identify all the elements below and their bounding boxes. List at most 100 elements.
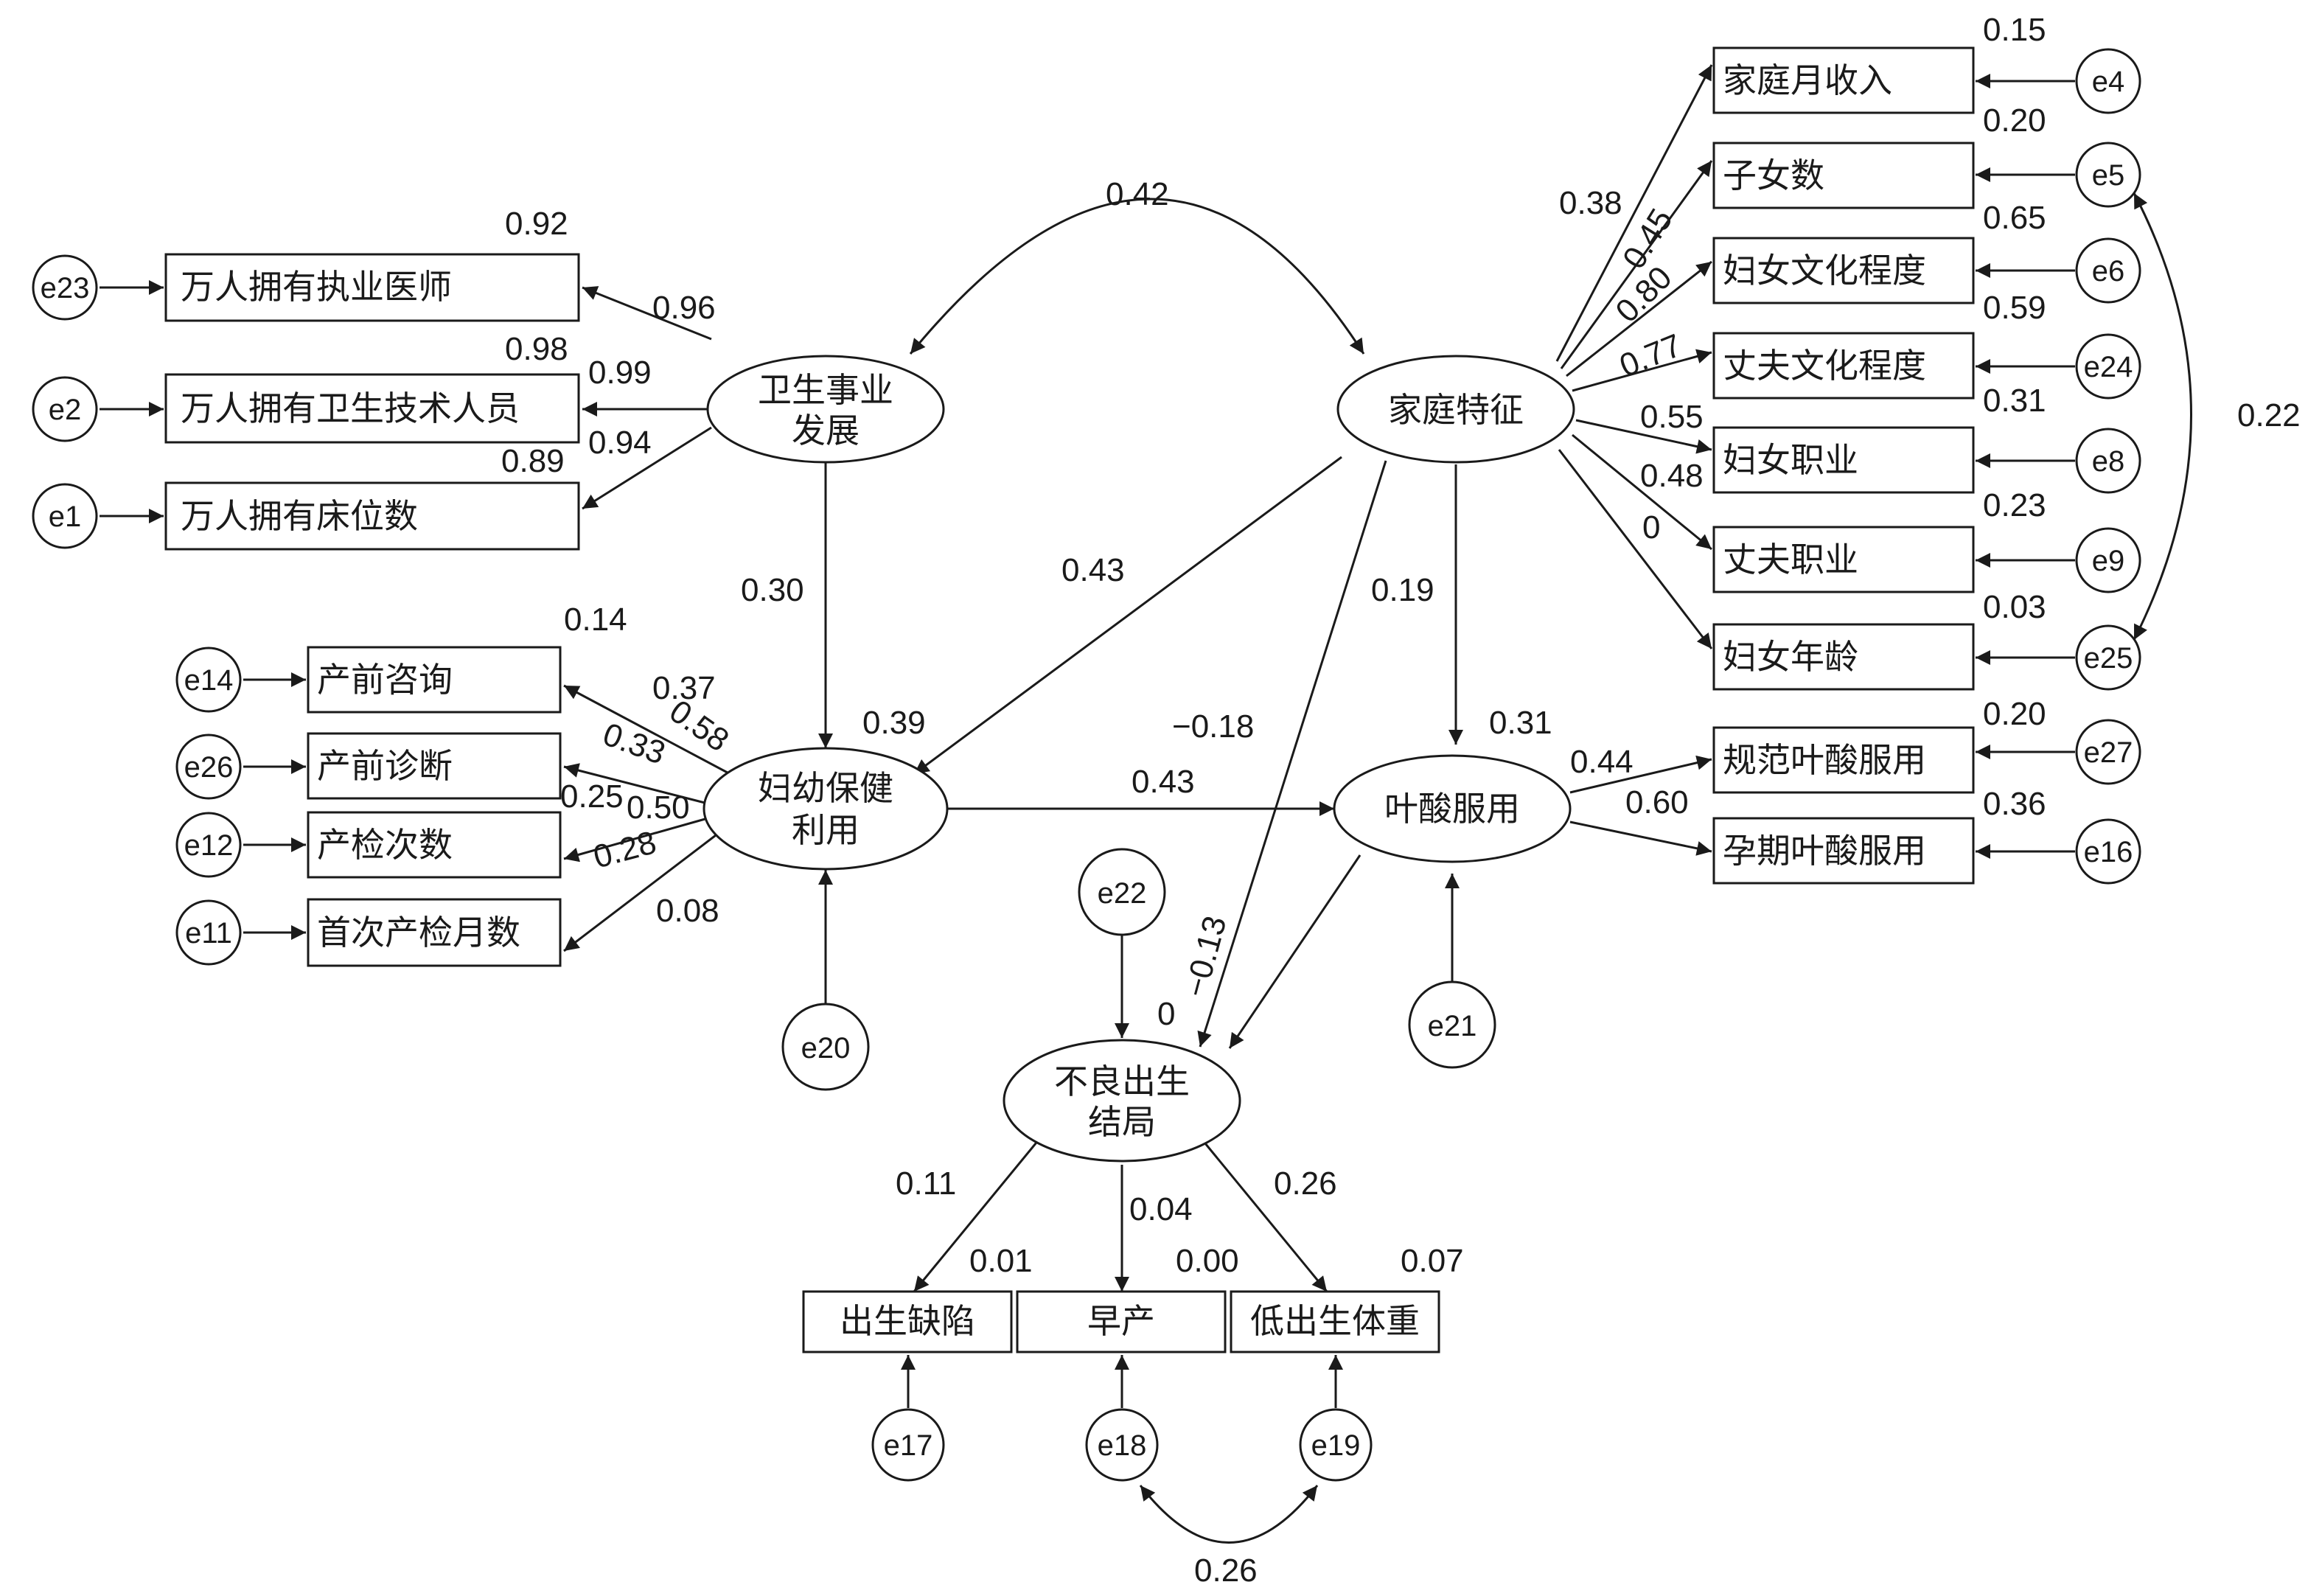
label-e12: e12 <box>184 829 234 862</box>
coef-r2-preg-folic: 0.36 <box>1983 786 2046 822</box>
box-beds <box>164 481 580 551</box>
coef-r2-children: 0.20 <box>1983 102 2046 139</box>
coef-r2-wife-age: 0.03 <box>1983 589 2046 625</box>
coef-r2-consult: 0.14 <box>564 602 627 638</box>
error-e9 <box>2075 527 2141 593</box>
text-wife-job: 妇女职业 <box>1723 440 1858 480</box>
coef-r2-husband-edu: 0.59 <box>1983 290 2046 326</box>
coef-r2-husband-job: 0.23 <box>1983 487 2046 523</box>
path-family-mch <box>913 456 1342 776</box>
text-prenatal-diag: 产前诊断 <box>317 746 453 786</box>
cov-arc-e18-e19 <box>1139 1485 1319 1544</box>
box-prenatal-consult <box>307 646 562 714</box>
box-husband-edu <box>1712 332 1975 400</box>
coef-r2-tech: 0.98 <box>505 331 568 367</box>
coef-load-wife-age: 0 <box>1642 509 1660 546</box>
text-income: 家庭月收入 <box>1723 60 1892 100</box>
error-e1 <box>32 483 98 549</box>
text-children: 子女数 <box>1723 156 1824 195</box>
label-e4: e4 <box>2092 66 2125 98</box>
coef-r2-lowweight: 0.07 <box>1401 1243 1464 1279</box>
coef-load-defect: 0.11 <box>896 1165 956 1202</box>
text-preg-folic: 孕期叶酸服用 <box>1723 831 1926 871</box>
coef-load-std-folic: 0.44 <box>1570 744 1634 780</box>
coef-family-to-mch: 0.43 <box>1061 552 1125 588</box>
cov-arc-e5-e25 <box>2133 192 2192 641</box>
label-adverse-line1: 不良出生 <box>1054 1062 1190 1101</box>
path-family-income <box>1555 64 1713 362</box>
error-e19 <box>1299 1408 1373 1482</box>
box-doctors <box>164 253 580 322</box>
coef-load-wife-job: 0.55 <box>1640 399 1704 435</box>
text-tech-staff: 万人拥有卫生技术人员 <box>181 388 520 428</box>
path-folic-adverse <box>1228 854 1362 1049</box>
text-doctors: 万人拥有执业医师 <box>181 267 452 307</box>
latent-folic-acid-use <box>1333 754 1572 863</box>
label-e23: e23 <box>41 272 90 304</box>
coef-family-to-adverse: −0.18 <box>1172 708 1254 745</box>
label-e2: e2 <box>49 394 82 426</box>
coef-r2-doctors: 0.92 <box>505 206 568 242</box>
label-e21: e21 <box>1428 1010 1477 1042</box>
text-low-weight: 低出生体重 <box>1250 1301 1420 1341</box>
latent-mch-utilization <box>702 747 949 871</box>
box-husband-job <box>1712 526 1975 593</box>
label-mch-line2: 利用 <box>792 810 860 850</box>
label-e20: e20 <box>801 1032 851 1064</box>
label-health-dev-line1: 卫生事业 <box>758 370 893 410</box>
error-e6 <box>2075 237 2141 304</box>
box-std-folic <box>1712 726 1975 794</box>
path-family-husband-edu <box>1572 349 1712 392</box>
error-e17 <box>871 1408 945 1482</box>
label-adverse-line2: 结局 <box>1088 1102 1156 1142</box>
coef-r2-first: 0.08 <box>656 893 719 929</box>
error-e20 <box>781 1003 870 1091</box>
label-mch-line1: 妇幼保健 <box>758 768 893 808</box>
error-e24 <box>2075 333 2141 400</box>
path-hd-doctors <box>582 286 712 341</box>
coef-cov-health-family: 0.42 <box>1106 176 1169 212</box>
coef-load-income: 0.38 <box>1559 185 1622 221</box>
path-family-wife-age <box>1558 449 1713 649</box>
coef-load-first: 0.28 <box>590 824 660 875</box>
label-e16: e16 <box>2084 836 2133 868</box>
label-e5: e5 <box>2092 159 2125 192</box>
coef-load-preg-folic: 0.60 <box>1625 784 1689 820</box>
path-mch-diag <box>563 763 708 805</box>
coef-mch-to-folic: 0.43 <box>1132 764 1195 800</box>
latent-family-characteristics <box>1336 355 1575 464</box>
path-adverse-lowweight <box>1200 1138 1328 1292</box>
text-birth-defect: 出生缺陷 <box>840 1301 975 1341</box>
latent-health-development <box>706 355 945 464</box>
text-wife-age: 妇女年龄 <box>1723 637 1858 677</box>
text-first-checkup: 首次产检月数 <box>317 913 520 952</box>
latent-adverse-birth-outcome <box>1003 1039 1241 1163</box>
error-e5 <box>2075 142 2141 208</box>
path-family-adverse <box>1197 460 1387 1048</box>
coef-r2-wife-edu: 0.65 <box>1983 200 2046 236</box>
error-e2 <box>32 376 98 442</box>
text-preterm: 早产 <box>1087 1301 1155 1341</box>
coef-load-doctors: 0.96 <box>652 290 716 326</box>
path-family-children <box>1560 160 1713 369</box>
text-beds: 万人拥有床位数 <box>181 496 418 536</box>
error-e18 <box>1085 1408 1159 1482</box>
coef-r2-wife-job: 0.31 <box>1983 383 2046 419</box>
text-husband-edu: 丈夫文化程度 <box>1723 346 1926 386</box>
path-mch-count <box>563 817 708 863</box>
coef-load-husband-job: 0.48 <box>1640 458 1704 494</box>
coef-load-preterm: 0.04 <box>1129 1191 1193 1227</box>
label-e18: e18 <box>1098 1429 1147 1462</box>
error-e4 <box>2075 48 2141 114</box>
label-e22: e22 <box>1098 877 1147 910</box>
text-checkup-count: 产检次数 <box>317 825 453 865</box>
label-e9: e9 <box>2092 545 2125 577</box>
label-e26: e26 <box>184 751 234 784</box>
coef-load-count: 0.50 <box>627 790 690 826</box>
coef-r2-count: 0.25 <box>560 778 624 815</box>
error-e16 <box>2075 818 2141 885</box>
text-prenatal-consult: 产前咨询 <box>317 660 453 700</box>
coef-family-to-folic: 0.19 <box>1371 572 1434 608</box>
coef-load-beds: 0.94 <box>588 425 652 461</box>
cov-arc-health-family <box>909 198 1365 355</box>
